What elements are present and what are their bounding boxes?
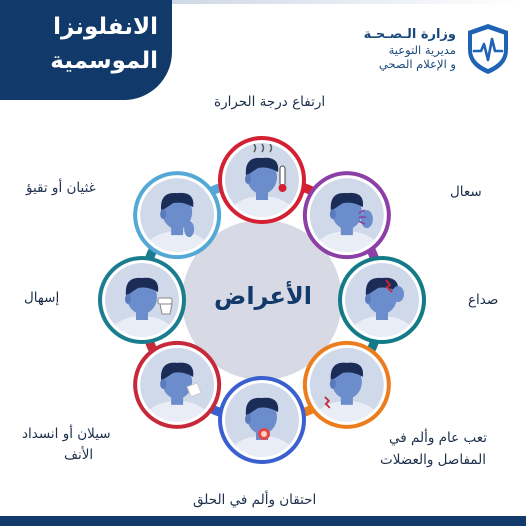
- thermometer-icon: [225, 143, 299, 217]
- symptom-label-sore-throat: احتقان وألم في الحلق: [193, 492, 317, 508]
- symptom-diarrhea-node: [98, 256, 186, 344]
- center-hub: [182, 220, 342, 380]
- sore-throat-icon: [225, 383, 299, 457]
- symptom-runny-nose-node: [133, 340, 222, 429]
- toilet-icon: [105, 263, 179, 337]
- center-label: الأعراض: [214, 282, 312, 310]
- symptom-label-runny-nose-line1: سيلان أو انسداد: [22, 426, 111, 442]
- symptom-nausea-node: [133, 171, 222, 260]
- headache-icon: [345, 263, 419, 337]
- ministry-logo-block: وزارة الـصـحـة مديرية التوعية و الإعلام …: [364, 22, 512, 76]
- symptom-label-headache: صداع: [468, 292, 499, 308]
- title-banner: الانفلونزا الموسمية: [0, 0, 172, 100]
- symptom-label-cough: سعال: [450, 184, 482, 200]
- title-line-2: الموسمية: [50, 48, 158, 74]
- ministry-department: و الإعلام الصحي: [378, 57, 456, 71]
- body-ache-icon: [309, 347, 384, 422]
- symptom-label-fever: ارتفاع درجة الحرارة: [214, 94, 326, 110]
- heartbeat-shield-icon: [468, 24, 508, 74]
- symptom-sore-throat-node: [218, 376, 306, 464]
- nausea-icon: [140, 178, 215, 253]
- ministry-directorate: مديرية التوعية: [388, 43, 456, 57]
- title-line-1: الانفلونزا: [53, 14, 158, 40]
- runny-nose-icon: [140, 347, 215, 422]
- symptom-label-nausea: غثيان أو تقيؤ: [26, 180, 96, 196]
- symptom-label-fatigue-line2: المفاصل والعضلات: [380, 452, 486, 468]
- symptom-fatigue-node: [302, 340, 391, 429]
- symptom-label-fatigue-line1: تعب عام وألم في: [389, 430, 488, 446]
- top-decor-stripe: [172, 0, 526, 4]
- symptom-label-runny-nose-line2: الأنف: [64, 447, 94, 463]
- bottom-strip: [0, 516, 526, 526]
- ministry-name: وزارة الـصـحـة: [363, 27, 456, 42]
- symptom-headache-node: [338, 256, 426, 344]
- symptom-cough-node: [302, 171, 391, 260]
- symptom-label-diarrhea: إسهال: [24, 290, 60, 306]
- ministry-text: وزارة الـصـحـة مديرية التوعية و الإعلام …: [364, 27, 456, 71]
- symptom-fever-node: [218, 136, 306, 224]
- cough-icon: [309, 178, 384, 253]
